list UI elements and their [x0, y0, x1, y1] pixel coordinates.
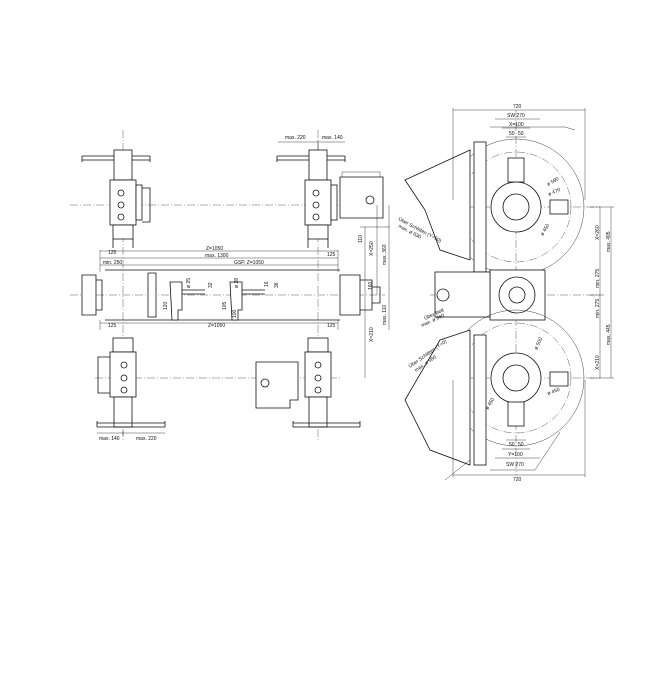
dim-x-210: X=210: [369, 327, 375, 342]
dim-120: 120: [163, 301, 169, 310]
dim-720-top: 720: [513, 104, 522, 110]
dim-d28: ø 28: [234, 278, 240, 288]
dim-max-110: max. 110: [382, 305, 388, 325]
spindle-center: [434, 269, 546, 321]
dim-16: 16: [264, 281, 270, 287]
spindle-top-right: [276, 149, 384, 248]
dim-max-220-bottom: max. 220: [136, 436, 157, 442]
dim-z-1050-bottom: Z=1050: [208, 323, 225, 329]
dim-max-360: max. 360: [382, 244, 388, 265]
dim-x-100: X=100: [509, 122, 524, 128]
turret-bottom: [404, 309, 585, 481]
dim-105: 105: [222, 301, 228, 310]
spindle-bottom-left: [96, 337, 166, 428]
dim-125-bottom-left: 125: [108, 323, 117, 329]
dim-50b-top: 50: [518, 131, 524, 137]
dim-d450a-bottom: ø 450: [547, 387, 561, 397]
workpiece-axis: [81, 269, 381, 321]
dim-z-1050-top: Z=1050: [206, 246, 223, 252]
dim-50a-bottom: 50: [509, 442, 515, 448]
dim-36: 36: [274, 282, 280, 288]
dim-gsp-z-1050: GSP. Z=1050: [234, 260, 264, 266]
dim-720-bottom: 720: [513, 477, 522, 483]
side-dimensions: [97, 140, 390, 436]
dim-min-250: min. 250: [103, 260, 122, 266]
dim-d450b-bottom: ø 450: [485, 397, 497, 411]
dim-max-220-top: max. 220: [285, 135, 306, 141]
dim-x-260: X=260: [595, 225, 601, 240]
spindle-top-left: [81, 149, 151, 248]
dim-max-140-top: max. 140: [322, 135, 343, 141]
dim-32: 32: [208, 282, 214, 288]
dim-max-1300: max. 1300: [205, 253, 229, 259]
dim-50a-top: 50: [509, 131, 515, 137]
front-dimensions: [452, 108, 614, 477]
dim-min-275-top: min. 275: [595, 269, 601, 288]
dim-sw-270-bottom: SW 270: [506, 462, 524, 468]
turret-top: [404, 126, 585, 276]
dim-125-top-left: 125: [108, 250, 117, 256]
dim-max-140-bottom: max. 140: [99, 436, 120, 442]
dim-50b-bottom: 50: [518, 442, 524, 448]
dim-x-210-front: X=210: [595, 355, 601, 370]
dim-x-250: X=250: [369, 241, 375, 256]
dim-y-100: Y=100: [508, 452, 523, 458]
dim-sw-270-top: SW 270: [507, 113, 525, 119]
dim-160: 160: [368, 281, 374, 290]
spindle-bottom-right: [255, 337, 361, 428]
dim-d590: ø 590: [546, 176, 560, 188]
dim-110: 110: [358, 235, 364, 243]
dim-125-bottom-right: 125: [327, 323, 336, 329]
front-view: 720 SW 270 X=100 50 50 ø 590 ø 470 ø 450…: [397, 104, 614, 483]
dim-100: 100: [232, 309, 238, 318]
side-view: max. 220 max. 140 110 X=250 max. 360 125…: [70, 130, 390, 442]
dim-d450-top: ø 450: [540, 223, 552, 237]
dim-d500: ø 500: [533, 337, 544, 351]
dim-125-top-right: 125: [327, 252, 336, 258]
dim-d25: ø 25: [186, 278, 192, 288]
dim-d470: ø 470: [547, 187, 561, 198]
dim-max-495: max. 495: [606, 231, 612, 252]
dim-max-445: max. 445: [606, 324, 612, 345]
dim-min-275-bottom: min. 275: [595, 299, 601, 318]
